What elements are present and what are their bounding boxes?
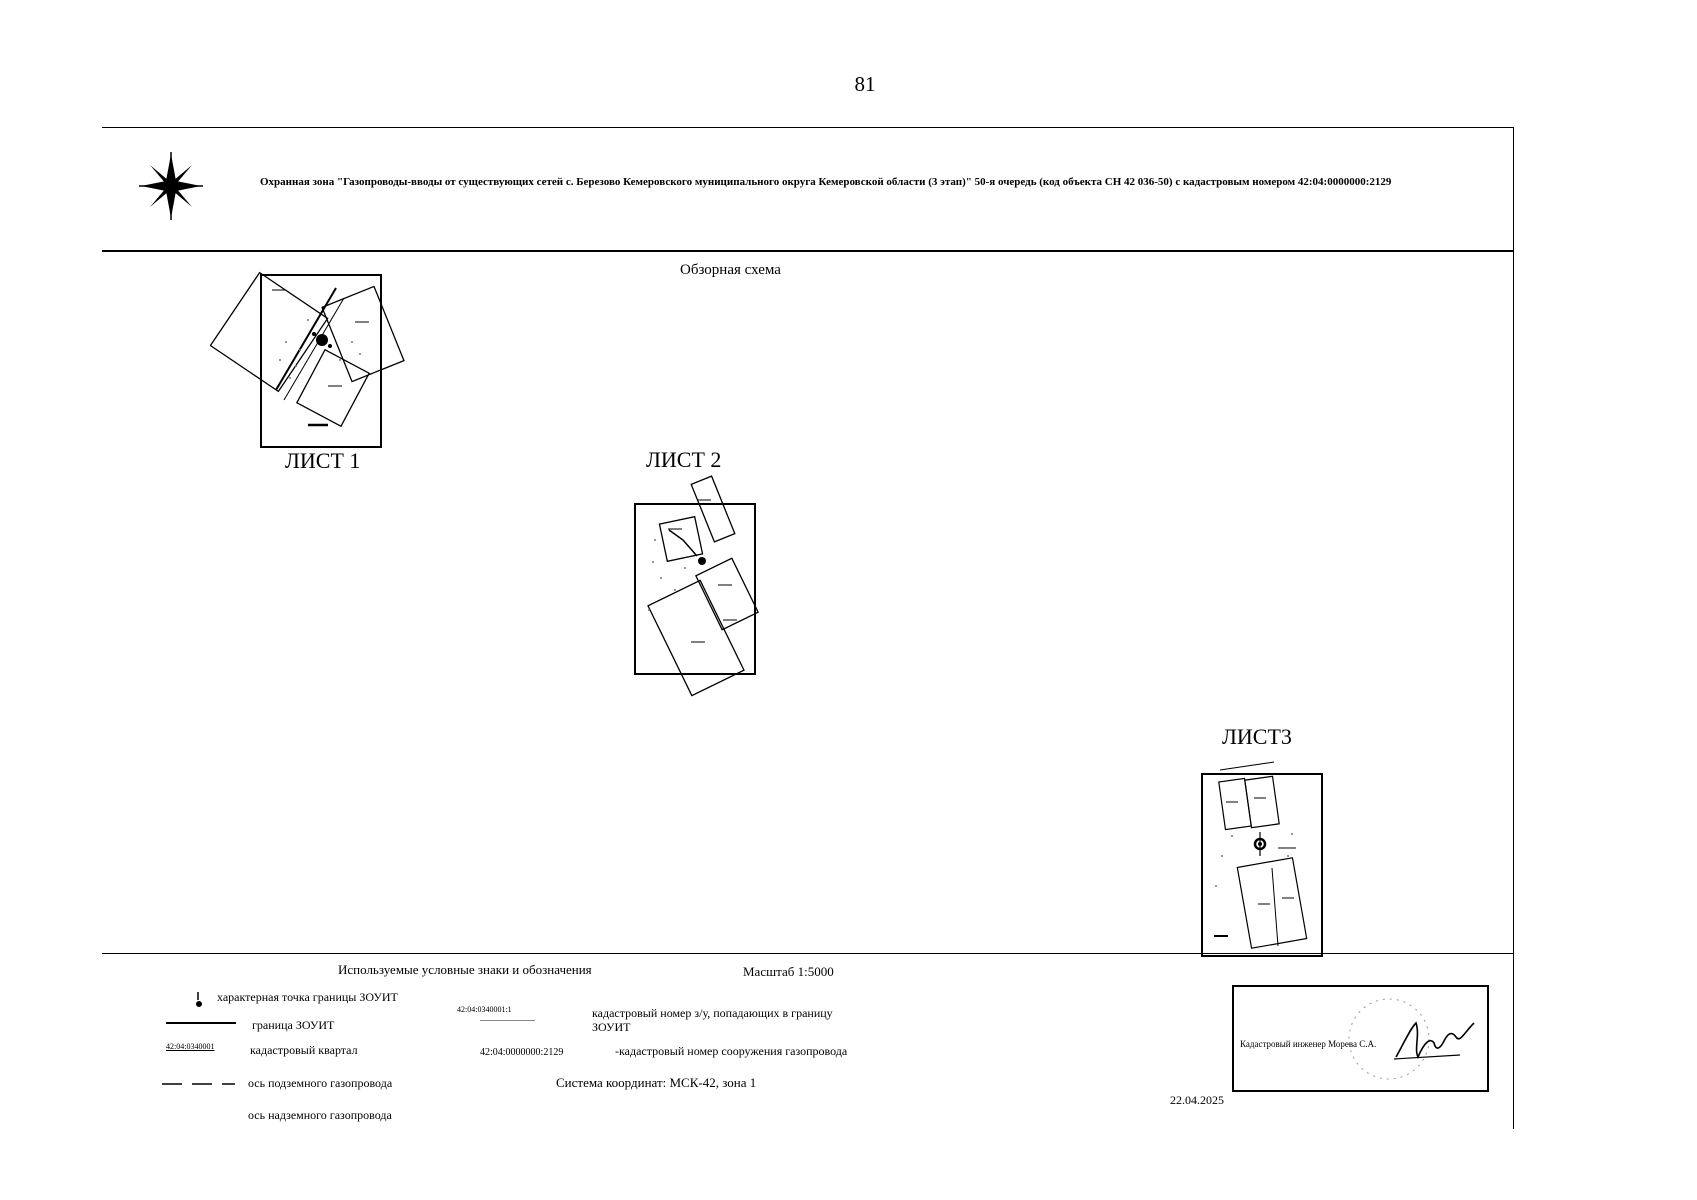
underground-axis-symbol — [162, 1083, 235, 1085]
stamp-seal — [1348, 998, 1430, 1080]
legend-structure-text: -кадастровый номер сооружения газопровод… — [615, 1044, 848, 1058]
legend-quarter-text: кадастровый квартал — [250, 1043, 358, 1057]
sheet-2-map[interactable] — [625, 470, 785, 710]
legend-underground-axis-text: ось подземного газопровода — [248, 1076, 393, 1090]
parcel-number-sample: 42:04:0340001:1 — [457, 1005, 512, 1014]
sheet-1-label: ЛИСТ 1 — [285, 448, 361, 473]
frame-top-line — [102, 127, 1514, 128]
date-label: 22.04.2025 — [1170, 1093, 1224, 1107]
legend-divider-line — [102, 953, 1514, 954]
legend-heading: Используемые условные знаки и обозначени… — [338, 962, 592, 977]
frame-right-line — [1513, 127, 1514, 1129]
legend-boundary-point-text: характерная точка границы ЗОУИТ — [217, 990, 398, 1004]
structure-number-sample: 42:04:0000000:2129 — [480, 1047, 564, 1058]
header-title: Охранная зона "Газопроводы-вводы от суще… — [260, 176, 1392, 188]
legend-boundary-text: граница ЗОУИТ — [252, 1018, 335, 1032]
quarter-number-sample: 42:04:0340001 — [166, 1042, 215, 1051]
engineer-label: Кадастровый инженер Морева С.А. — [1240, 1039, 1377, 1049]
legend-overground-axis-text: ось надземного газопровода — [248, 1108, 392, 1122]
sheet-1-map[interactable] — [210, 250, 420, 460]
legend-parcel-text: кадастровый номер з/у, попадающих в гран… — [592, 1006, 833, 1034]
coordinate-system-label: Система координат: МСК-42, зона 1 — [556, 1075, 757, 1090]
compass-rose-icon — [139, 152, 203, 220]
engineer-stamp-box: Кадастровый инженер Морева С.А. — [1232, 985, 1489, 1092]
header-divider-line — [102, 250, 1514, 252]
overview-label: Обзорная схема — [680, 262, 781, 278]
boundary-line-symbol — [166, 1022, 236, 1024]
page-number: 81 — [854, 72, 876, 96]
sheet-2-label: ЛИСТ 2 — [646, 447, 722, 472]
engineer-signature — [1393, 1021, 1475, 1060]
scale-label: Масштаб 1:5000 — [743, 964, 834, 979]
sheet-3-map[interactable] — [1192, 756, 1332, 958]
boundary-point-icon — [196, 992, 202, 1007]
sheet-3-label: ЛИСТ3 — [1222, 724, 1292, 749]
parcel-sample-underline — [480, 1020, 535, 1021]
